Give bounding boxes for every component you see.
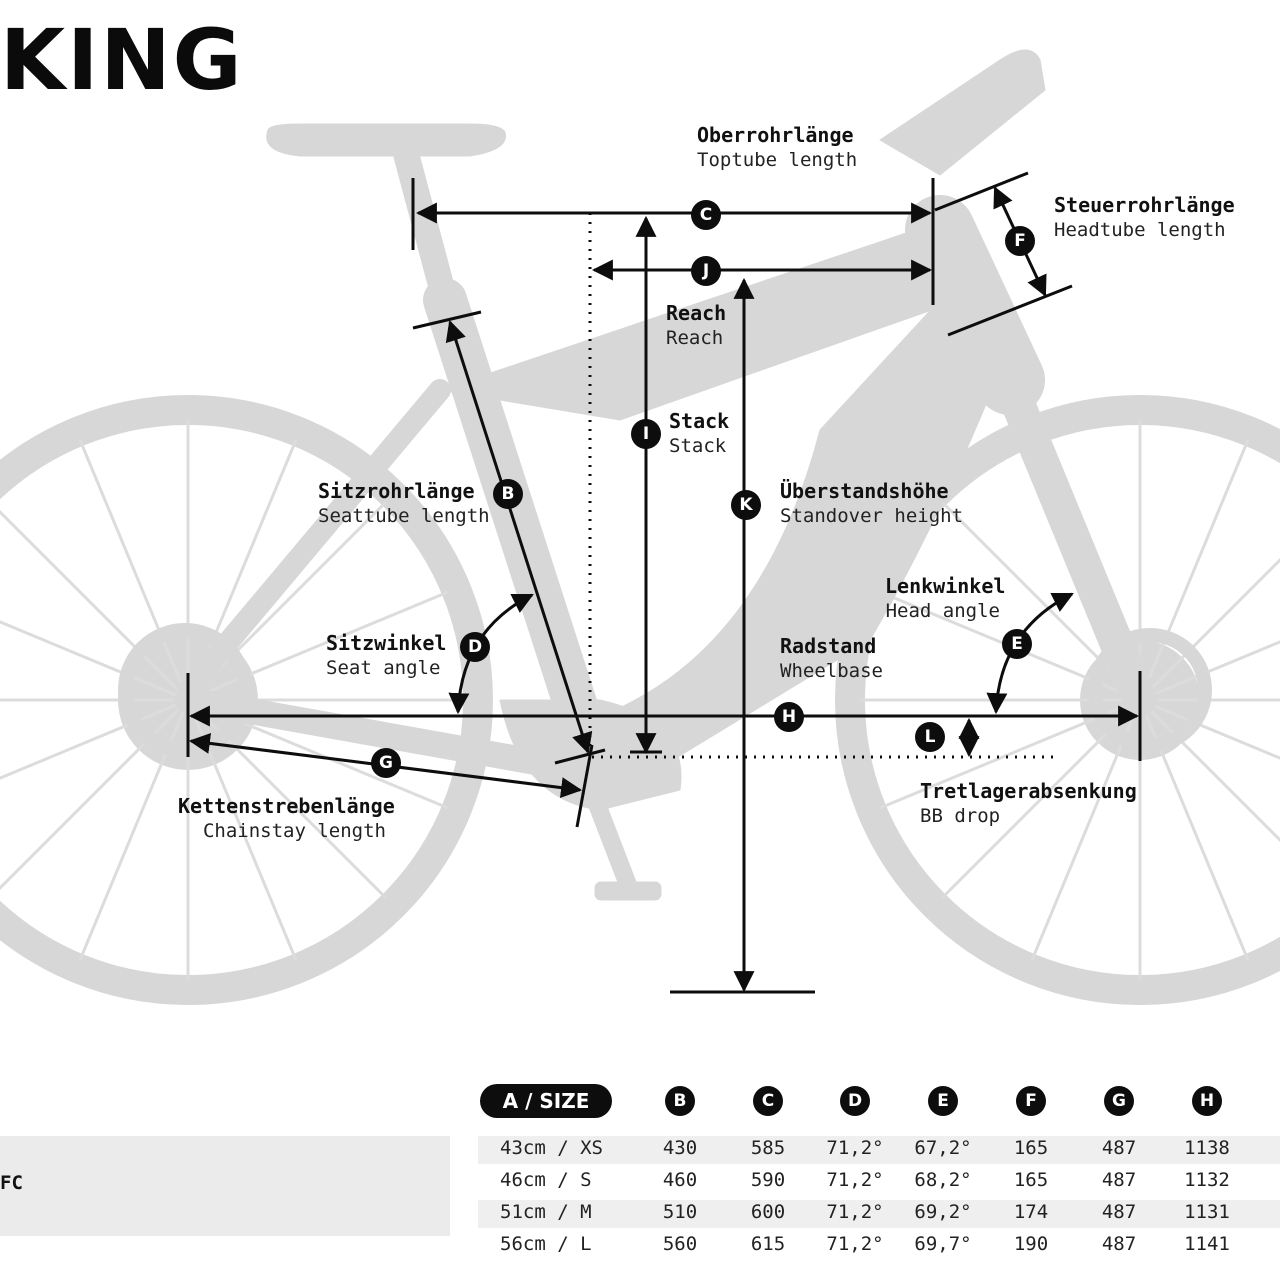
column-header-h: H [1192,1086,1222,1116]
column-header-f: F [1016,1086,1046,1116]
cell-d: 71,2° [826,1233,884,1255]
row-size: 56cm / L [500,1233,592,1255]
cell-h: 1132 [1184,1169,1230,1191]
dimension-lines [186,171,1142,994]
model-name: FC [0,1172,23,1194]
row-band [478,1200,1280,1228]
column-header-e: E [928,1086,958,1116]
cell-e: 69,2° [914,1201,972,1223]
cell-f: 165 [1013,1137,1049,1159]
cell-h: 1141 [1184,1233,1230,1255]
brand-logo: KING [0,11,244,109]
cell-h: 1131 [1184,1201,1230,1223]
cell-f: 174 [1013,1201,1049,1223]
cell-g: 487 [1101,1201,1137,1223]
dim-b [445,320,593,754]
cell-e: 68,2° [914,1169,972,1191]
cell-h: 1138 [1184,1137,1230,1159]
row-band [478,1136,1280,1164]
size-header: A / SIZE [480,1084,612,1118]
cell-g: 487 [1101,1137,1137,1159]
cell-c: 600 [750,1201,786,1223]
cell-e: 69,7° [914,1233,972,1255]
cell-c: 615 [750,1233,786,1255]
badge-f: F [1005,226,1035,256]
badge-g: G [371,748,401,778]
bike-frame [118,49,1212,901]
cell-f: 190 [1013,1233,1049,1255]
cell-e: 67,2° [914,1137,972,1159]
badge-l: L [915,722,945,752]
cell-b: 460 [662,1169,698,1191]
column-header-c: C [753,1086,783,1116]
cell-d: 71,2° [826,1169,884,1191]
row-size: 46cm / S [500,1169,592,1191]
cell-g: 487 [1101,1233,1137,1255]
cell-b: 560 [662,1233,698,1255]
cell-c: 585 [750,1137,786,1159]
column-header-g: G [1104,1086,1134,1116]
cell-d: 71,2° [826,1137,884,1159]
badge-c: C [691,200,721,230]
badge-e: E [1002,629,1032,659]
model-band [0,1136,450,1236]
badge-k: K [731,490,761,520]
badge-i: I [631,419,661,449]
cell-b: 510 [662,1201,698,1223]
badge-b: B [493,479,523,509]
column-header-d: D [840,1086,870,1116]
badge-j: J [691,256,721,286]
cell-b: 430 [662,1137,698,1159]
cell-g: 487 [1101,1169,1137,1191]
cell-f: 165 [1013,1169,1049,1191]
row-size: 51cm / M [500,1201,592,1223]
badge-h: H [774,702,804,732]
cell-d: 71,2° [826,1201,884,1223]
bike-silhouette [0,49,1280,1005]
cell-c: 590 [750,1169,786,1191]
column-header-b: B [665,1086,695,1116]
badge-d: D [460,632,490,662]
row-size: 43cm / XS [500,1137,603,1159]
